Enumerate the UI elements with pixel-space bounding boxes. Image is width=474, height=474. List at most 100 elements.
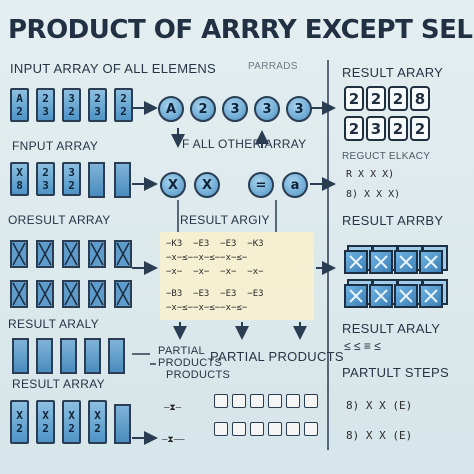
partial-square [268,422,282,436]
result-cell: 2 [366,86,386,111]
result-cube [394,250,418,274]
computation-line: −x−≤−−x−≤−−x−≤− [166,253,248,263]
result-cube [344,250,368,274]
computation-line: −K3 −E3 −E3 −K3 [166,239,264,249]
partial-square [304,394,318,408]
result-cube [369,284,393,308]
partult-steps-heading: PARTULT STEPS [342,365,449,380]
result-araly-heading-right: RESULT ARALY [342,321,441,336]
value-circle: = [248,172,274,198]
partial-square [286,394,300,408]
result-cube [394,284,418,308]
products-heading: PRODUCTS [158,357,223,369]
crossed-cell [36,280,54,308]
partial-products-heading: PARTIAL PRODUCTS [210,349,344,364]
empty-cell [114,404,131,444]
value-circle: 3 [254,96,280,122]
crossed-cell [62,280,80,308]
value-block [108,338,125,374]
value-circle: a [282,172,308,198]
crossed-cell [88,240,106,268]
equation-row-2: 8) X X X) [346,189,401,200]
result-cell: 2 [410,116,430,141]
result-cell: 2 [344,116,364,141]
partial-symbols: ≤ ≤ ≡ ≤ [344,339,381,353]
crossed-cell [62,240,80,268]
result-cube [344,284,368,308]
value-block [36,338,53,374]
partial-square [214,422,228,436]
result-cell: 2 [388,86,408,111]
result-array-heading-top: RESULT ARARY [342,65,444,80]
step-mark: –⧗– [164,403,182,413]
empty-cell [114,162,131,198]
partial-square [304,422,318,436]
equation-row-1: R X X X) [346,169,395,180]
steps-row-1: 8) X X (E) [346,399,413,412]
products-heading-2: PRODUCTS [166,369,231,381]
result-array-heading-left: ORESULT ARRAY [8,213,111,227]
all-other-array-heading: F ALL OTHER ARRAY [182,137,307,151]
partial-square [268,394,282,408]
value-block [84,338,101,374]
page-title: PRODUCT OF ARRRY EXCEPT SELF' [8,15,474,45]
partial-square [232,422,246,436]
input-array-heading: INPUT ARRAY OF ALL ELEMENS [10,61,216,76]
value-block [60,338,77,374]
reguct-elkacy-heading: REGUCT ELKACY [342,151,431,162]
partial-square [250,394,264,408]
partial-square [232,394,246,408]
result-cell: 2 [344,86,364,111]
result-cube [369,250,393,274]
result-array-heading-bottom: RESULT ARRAY [12,377,105,391]
result-argiy-heading: RESULT ARGIY [180,213,270,227]
fnput-array-heading: FNPUT ARRAY [12,139,99,153]
crossed-cell [88,280,106,308]
value-circle: X [194,172,220,198]
steps-row-2: 8) X X (E) [346,429,413,442]
result-arrby-heading: RESULT ARRBY [342,213,444,228]
crossed-cell [114,280,132,308]
value-circle: 3 [222,96,248,122]
crossed-cell [10,280,28,308]
crossed-cell [114,240,132,268]
empty-cell [88,162,105,198]
computation-line: −x− −x− −x− −x− [166,267,264,277]
computation-highlight-panel [160,232,314,320]
result-cell: 8 [410,86,430,111]
crossed-cell [10,240,28,268]
partial-heading: PARTIAL [158,345,205,357]
value-circle: X [160,172,186,198]
result-cube [419,250,443,274]
input-array-heading-faded: PARRADS [248,61,298,72]
computation-line: −B3 −E3 −E3 −E3 [166,289,264,299]
result-cube [419,284,443,308]
value-circle: 2 [190,96,216,122]
value-block [12,338,29,374]
partial-square [214,394,228,408]
result-araly-heading-left: RESULT ARALY [8,317,99,331]
partial-square [250,422,264,436]
partial-square [286,422,300,436]
value-circle: A [158,96,184,122]
step-mark: –⧗–– [162,435,185,445]
computation-line: −x−≤−−x−≤−−x−≤− [166,303,248,313]
result-cell: 2 [388,116,408,141]
result-cell: 3 [366,116,386,141]
crossed-cell [36,240,54,268]
value-circle: 3 [286,96,312,122]
